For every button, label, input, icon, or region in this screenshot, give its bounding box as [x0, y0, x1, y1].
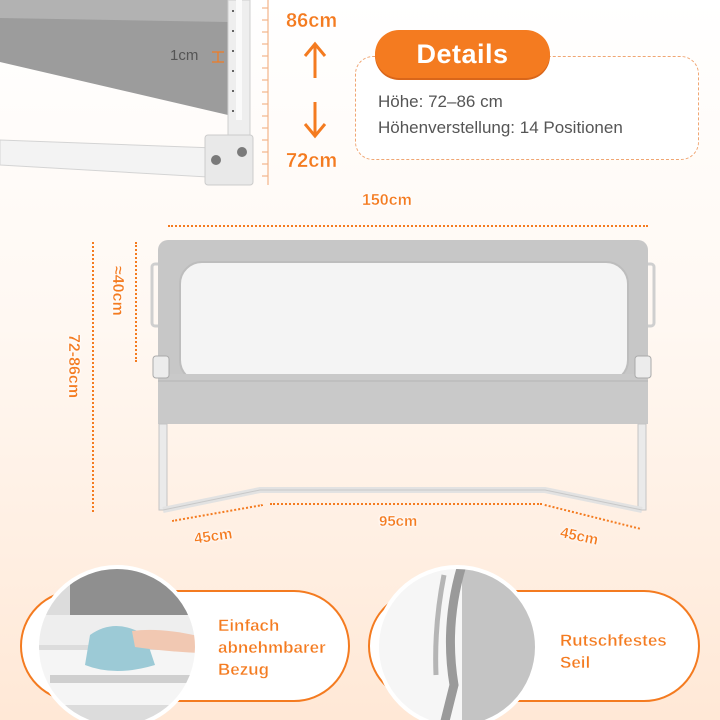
feature-cover-text: Einfach abnehmbarer Bezug: [218, 615, 326, 681]
details-height: Höhe: 72–86 cm: [378, 92, 503, 111]
base-middle-label: 95cm: [379, 513, 418, 530]
arrow-down-icon: [303, 102, 327, 139]
width-label: 150cm: [362, 192, 412, 209]
fabric-height-label: ≈40cm: [109, 266, 126, 316]
closeup-rail-image: [0, 0, 269, 186]
base-middle-line: [270, 503, 542, 505]
fabric-height-line: [135, 242, 137, 362]
cover-release-image: [35, 565, 199, 720]
total-height-line: [92, 242, 94, 512]
height-max-label: 86cm: [286, 10, 338, 32]
feature-cover-line3: Bezug: [218, 660, 269, 679]
feature-rope-line2: Seil: [560, 653, 591, 672]
feature-rope-text: Rutschfestes Seil: [560, 630, 667, 674]
arrow-up-icon: [303, 41, 327, 78]
bed-rail-image: [150, 240, 656, 513]
base-right-label: 45cm: [558, 524, 600, 549]
details-adjustment: Höhenverstellung: 14 Positionen: [378, 118, 623, 137]
rope-image: [375, 565, 539, 720]
feature-cover-line2: abnehmbarer: [218, 638, 326, 657]
feature-rope-line1: Rutschfestes: [560, 631, 667, 650]
details-title: Details: [375, 30, 550, 78]
height-min-label: 72cm: [286, 150, 338, 172]
feature-cover-line1: Einfach: [218, 616, 280, 635]
base-left-label: 45cm: [193, 525, 234, 548]
step-label: 1cm: [170, 47, 199, 64]
width-line: [168, 225, 648, 227]
total-height-label: 72-86cm: [65, 334, 82, 399]
